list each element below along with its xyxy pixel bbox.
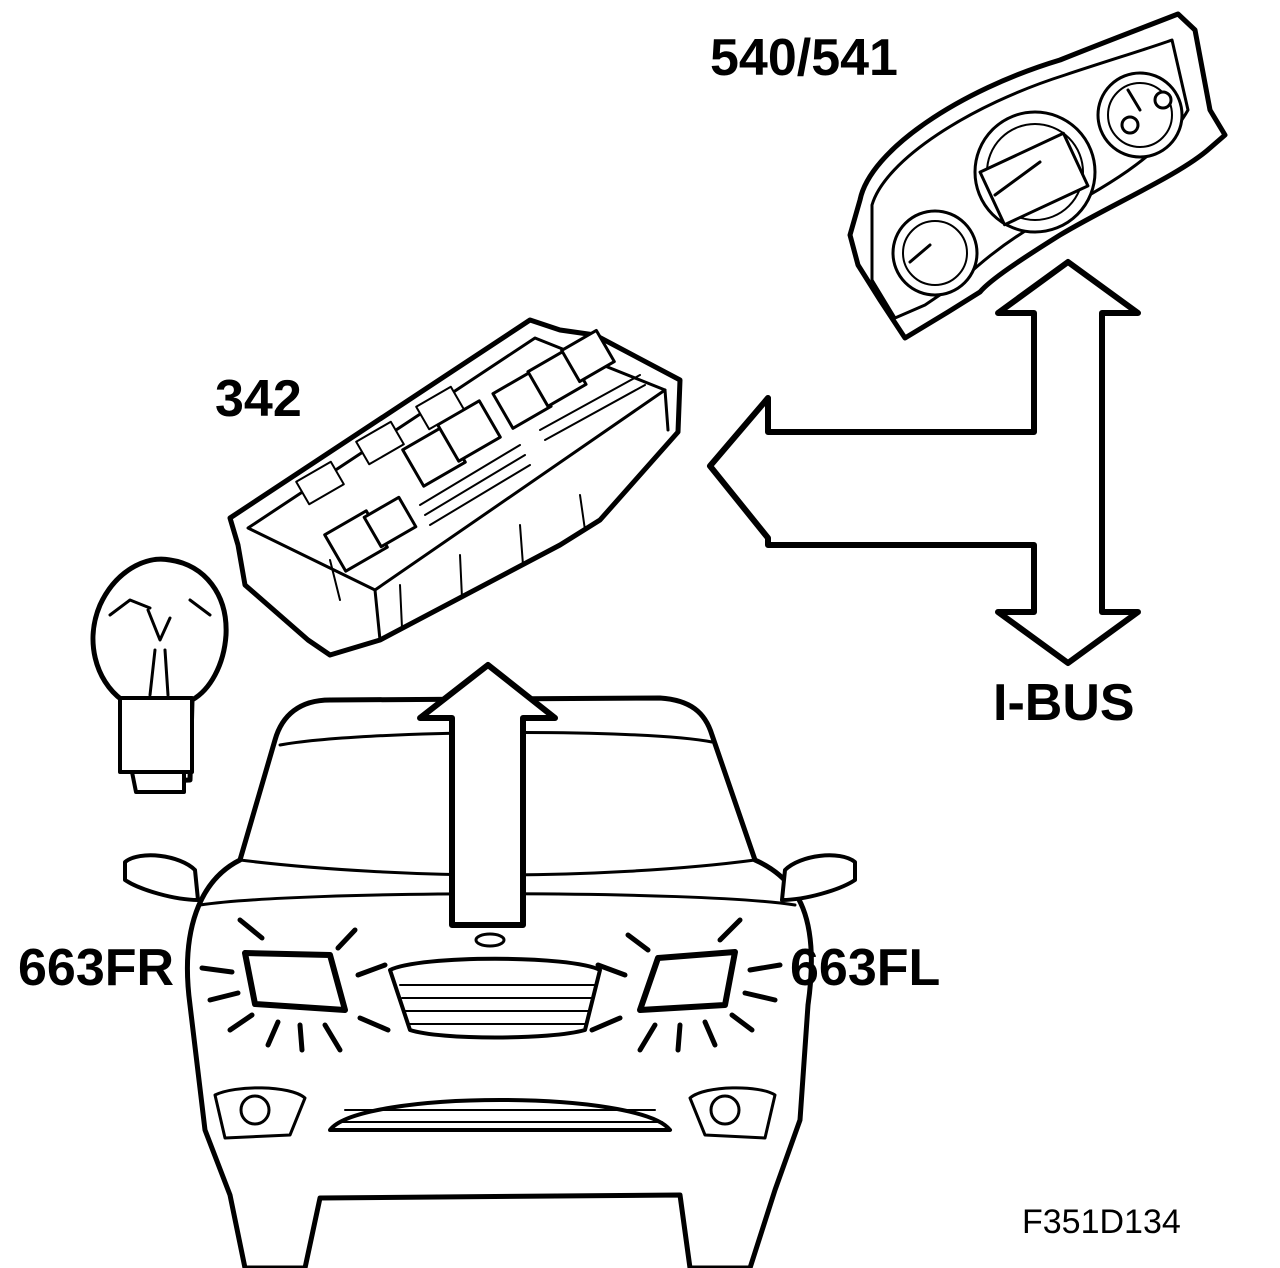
figure-id: F351D134: [1022, 1203, 1181, 1241]
fuse-relay-box: [227, 317, 683, 658]
cluster-label: 540/541: [710, 29, 898, 87]
arrow-up: [417, 662, 558, 928]
ibus-arrow: [707, 259, 1141, 666]
headlamp-rays: [199, 917, 783, 1053]
instrument-cluster: [847, 11, 1228, 341]
headlamp-right-label: 663FR: [18, 939, 175, 997]
bulb-icon: [90, 556, 229, 794]
bus-label: I-BUS: [993, 674, 1135, 732]
fuse-box-label: 342: [215, 370, 302, 428]
headlamp-left-label: 663FL: [790, 939, 941, 997]
headlamp-right: [242, 950, 348, 1013]
headlamp-left: [637, 949, 738, 1013]
car-front: [123, 695, 857, 1268]
